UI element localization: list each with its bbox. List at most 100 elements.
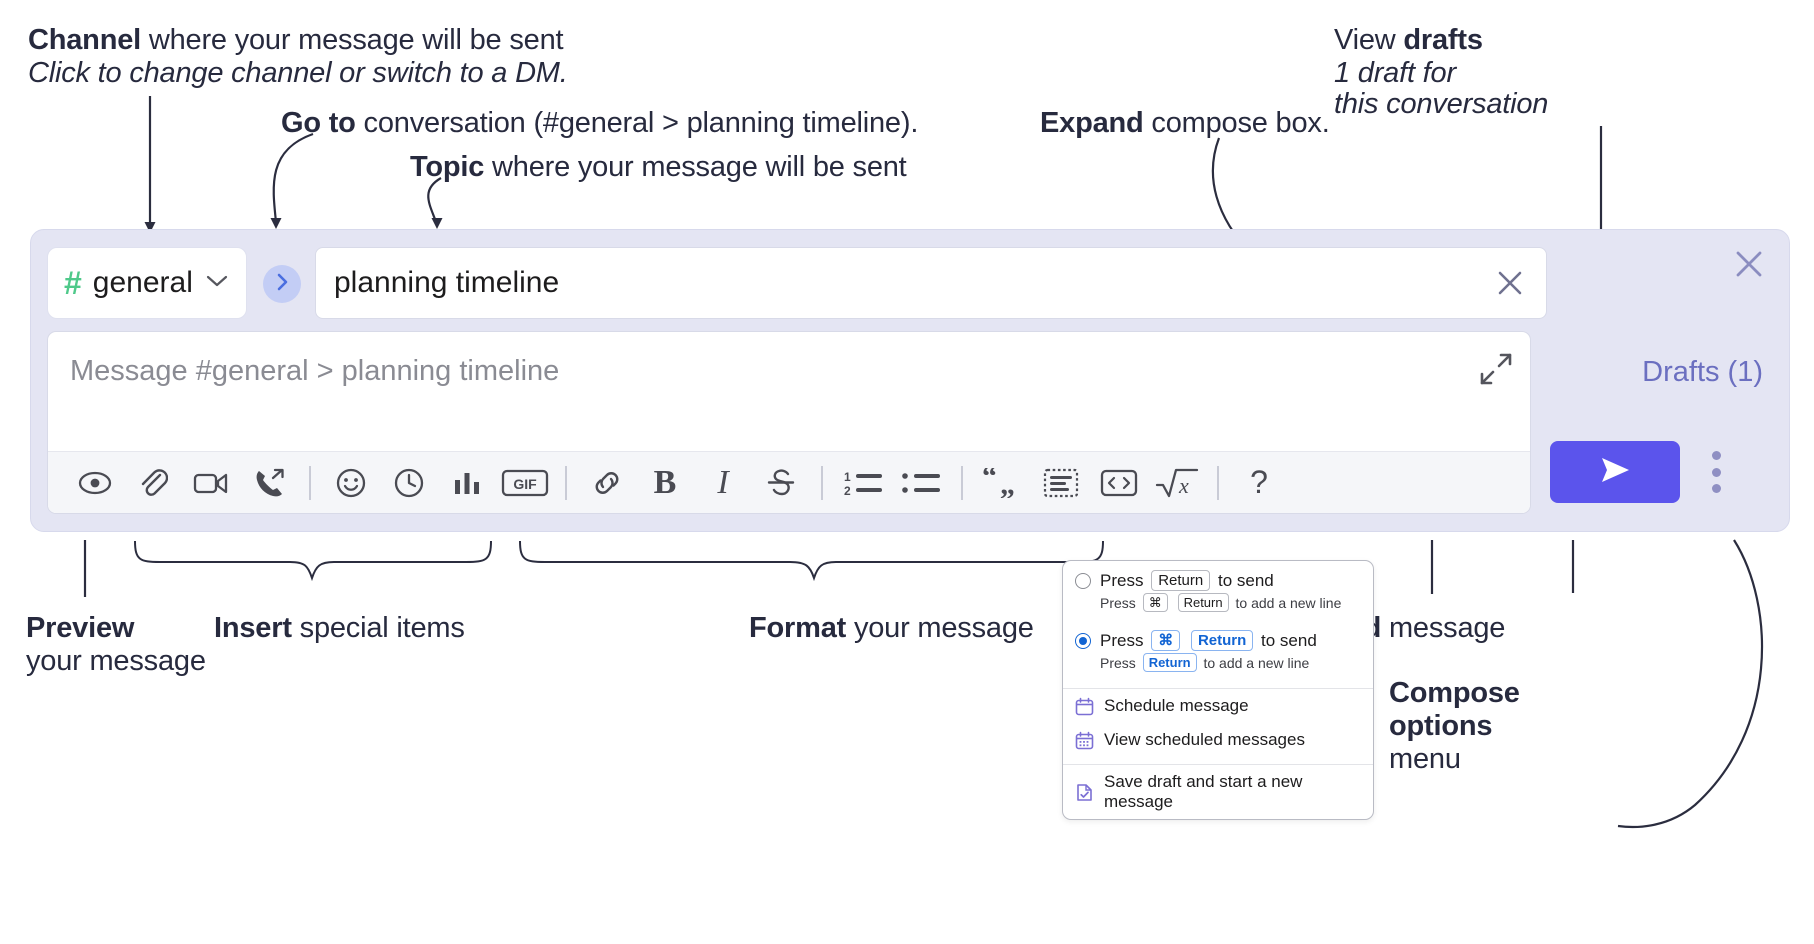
annotation-drafts-sub1: 1 draft for <box>1334 55 1456 92</box>
chevron-right-icon <box>274 272 290 297</box>
option2-post: to send <box>1261 631 1317 650</box>
annotation-channel: Channel where your message will be sent <box>28 22 564 59</box>
gif-icon[interactable]: GIF <box>496 457 554 509</box>
compose-options-button[interactable] <box>1703 451 1729 493</box>
blockquote-icon[interactable]: “„ <box>974 457 1032 509</box>
close-compose-icon[interactable] <box>1729 244 1769 289</box>
drafts-link[interactable]: Drafts (1) <box>1642 356 1763 388</box>
annotation-drafts-italic2: this conversation <box>1334 88 1549 120</box>
message-input-area[interactable]: Message #general > planning timeline <box>47 331 1531 514</box>
annotation-expand-bold: Expand <box>1040 107 1144 139</box>
radio-cmd-return[interactable] <box>1075 633 1091 649</box>
menu-item-save-draft[interactable]: Save draft and start a new message <box>1063 765 1373 819</box>
hash-icon: # <box>64 265 82 301</box>
calendar-grid-icon <box>1075 731 1094 750</box>
send-option-return-text: Press Return to send <box>1100 570 1274 591</box>
annotation-compose-options-3: menu <box>1389 741 1461 778</box>
annotation-channel-sub: Click to change channel or switch to a D… <box>28 55 568 92</box>
menu-divider <box>1063 764 1373 765</box>
annotation-topic-bold: Topic <box>410 151 485 183</box>
kbd-return: Return <box>1151 570 1211 591</box>
annotation-send-rest: message <box>1381 612 1506 644</box>
option2-pre: Press <box>1100 631 1144 650</box>
chevron-down-icon <box>206 274 228 293</box>
annotation-format-rest: your message <box>846 612 1034 644</box>
send-option-return[interactable]: Press Return to send <box>1063 561 1373 591</box>
preview-icon[interactable] <box>66 457 124 509</box>
send-button[interactable] <box>1550 441 1680 503</box>
kbd-return: Return <box>1190 630 1254 651</box>
help-icon[interactable]: ? <box>1230 457 1288 509</box>
strikethrough-icon[interactable] <box>752 457 810 509</box>
channel-name-label: general <box>92 266 193 299</box>
code-block-icon[interactable] <box>1032 457 1090 509</box>
annotation-compose-options-bold2: options <box>1389 710 1493 742</box>
attachment-icon[interactable] <box>124 457 182 509</box>
help-label: ? <box>1250 464 1268 500</box>
kebab-dot <box>1711 467 1721 477</box>
annotation-preview-rest: your message <box>26 645 206 677</box>
document-check-icon <box>1075 783 1094 802</box>
annotation-channel-bold: Channel <box>28 24 141 56</box>
option2-sub-post: to add a new line <box>1203 655 1310 671</box>
expand-icon[interactable] <box>1479 352 1513 386</box>
bold-icon[interactable]: B <box>636 457 694 509</box>
svg-text:GIF: GIF <box>513 476 537 492</box>
option2-sub-pre: Press <box>1100 655 1136 671</box>
italic-icon[interactable]: I <box>694 457 752 509</box>
annotation-format: Format your message <box>749 610 1034 647</box>
audio-call-icon[interactable] <box>240 457 298 509</box>
svg-text:x: x <box>1178 473 1189 498</box>
code-icon[interactable] <box>1090 457 1148 509</box>
toolbar-separator <box>1217 465 1219 500</box>
emoji-icon[interactable] <box>322 457 380 509</box>
close-icon[interactable] <box>1492 265 1528 301</box>
message-placeholder: Message #general > planning timeline <box>70 355 560 387</box>
annotation-drafts-pre: View <box>1334 24 1404 56</box>
annotation-compose-options-2: options <box>1389 708 1493 745</box>
annotation-goto: Go to conversation (#general > planning … <box>281 105 918 142</box>
kebab-dot <box>1711 451 1721 460</box>
annotation-preview-sub: your message <box>26 643 206 680</box>
italic-label: I <box>717 463 729 501</box>
video-icon[interactable] <box>182 457 240 509</box>
annotation-insert: Insert special items <box>214 610 465 647</box>
annotation-drafts: View drafts <box>1334 22 1483 59</box>
kbd-return: Return <box>1142 653 1197 672</box>
annotation-goto-rest: conversation (#general > planning timeli… <box>355 107 919 139</box>
calendar-icon <box>1075 697 1094 716</box>
topic-value: planning timeline <box>334 266 560 299</box>
topic-input[interactable]: planning timeline <box>315 247 1547 319</box>
send-option-cmd-return[interactable]: Press ⌘ Return to send <box>1063 621 1373 651</box>
channel-selector[interactable]: # general <box>47 247 247 319</box>
bulleted-list-icon[interactable] <box>892 457 950 509</box>
math-icon[interactable]: x <box>1148 457 1206 509</box>
go-to-conversation-button[interactable] <box>263 265 301 303</box>
svg-text:„: „ <box>1000 468 1015 498</box>
menu-item-schedule-message[interactable]: Schedule message <box>1063 689 1373 723</box>
annotation-insert-rest: special items <box>291 612 465 644</box>
kbd-command: ⌘ <box>1142 593 1168 612</box>
toolbar-separator <box>961 465 963 500</box>
radio-return[interactable] <box>1075 573 1091 589</box>
annotation-topic: Topic where your message will be sent <box>410 149 907 186</box>
menu-item-label: Schedule message <box>1104 696 1249 715</box>
toolbar-separator <box>565 465 567 500</box>
annotation-expand-rest: compose box. <box>1143 107 1330 139</box>
link-icon[interactable] <box>578 457 636 509</box>
annotation-drafts-bold: drafts <box>1403 24 1483 56</box>
annotation-compose-options-bold1: Compose <box>1389 677 1520 709</box>
send-icon <box>1593 452 1637 493</box>
send-option-cmd-return-text: Press ⌘ Return to send <box>1100 630 1317 651</box>
annotation-channel-italic: Click to change channel or switch to a D… <box>28 57 568 89</box>
clock-icon[interactable] <box>380 457 438 509</box>
menu-item-view-scheduled[interactable]: View scheduled messages <box>1063 723 1373 757</box>
annotation-format-bold: Format <box>749 612 847 644</box>
poll-icon[interactable] <box>438 457 496 509</box>
send-option-cmd-return-subtext: Press Return to add a new line <box>1100 653 1309 673</box>
toolbar-separator <box>821 465 823 500</box>
annotation-compose-options-rest: menu <box>1389 743 1461 775</box>
